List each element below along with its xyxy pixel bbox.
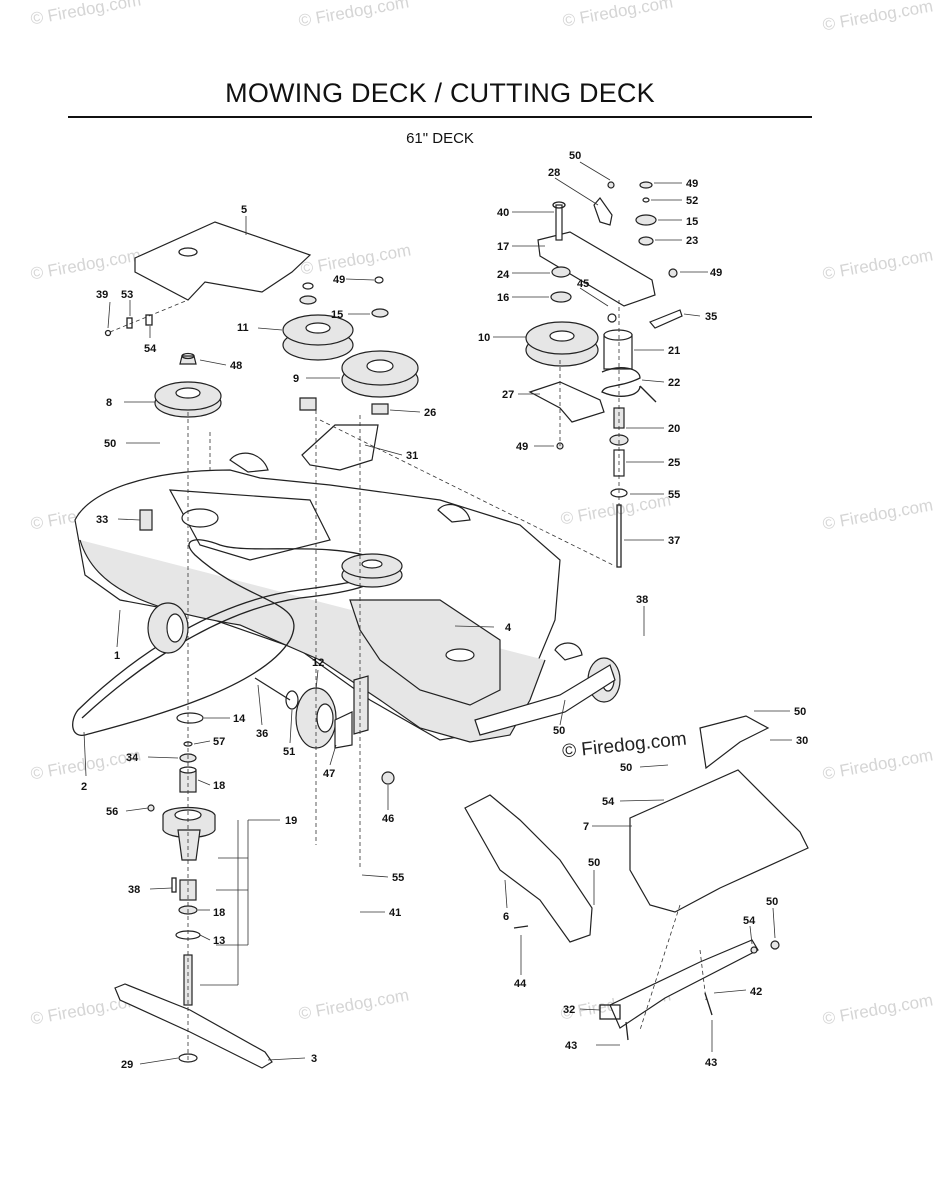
part-label-26: 26 bbox=[424, 407, 436, 419]
bolt-washer-group bbox=[104, 299, 189, 337]
part-label-50: 50 bbox=[766, 896, 778, 908]
part-label-38: 38 bbox=[636, 594, 648, 606]
part-label-50: 50 bbox=[569, 150, 581, 162]
part-label-15: 15 bbox=[686, 216, 698, 228]
part-label-40: 40 bbox=[497, 207, 509, 219]
part-label-23: 23 bbox=[686, 235, 698, 247]
lower-right-parts-group bbox=[464, 715, 809, 1041]
part-label-42: 42 bbox=[750, 986, 762, 998]
part-label-12: 12 bbox=[312, 657, 324, 669]
part-label-47: 47 bbox=[323, 768, 335, 780]
part-label-2: 2 bbox=[81, 781, 87, 793]
part-label-17: 17 bbox=[497, 241, 509, 253]
part-label-50: 50 bbox=[553, 725, 565, 737]
part-label-57: 57 bbox=[213, 736, 225, 748]
part-label-50: 50 bbox=[588, 857, 600, 869]
part-label-19: 19 bbox=[285, 815, 297, 827]
part-label-54: 54 bbox=[743, 915, 756, 927]
part-label-13: 13 bbox=[213, 935, 225, 947]
part-label-49: 49 bbox=[686, 178, 698, 190]
part-label-41: 41 bbox=[389, 907, 401, 919]
part-label-35: 35 bbox=[705, 311, 717, 323]
part-label-27: 27 bbox=[502, 389, 514, 401]
part-label-51: 51 bbox=[283, 746, 295, 758]
part-labels: 5 39 53 54 48 8 11 15 49 9 26 31 50 33 1… bbox=[81, 150, 808, 1071]
part-label-21: 21 bbox=[668, 345, 680, 357]
part-label-14: 14 bbox=[233, 713, 246, 725]
part-label-1: 1 bbox=[114, 650, 120, 662]
part-label-50: 50 bbox=[620, 762, 632, 774]
part-label-46: 46 bbox=[382, 813, 394, 825]
left-pulley-part bbox=[154, 352, 222, 418]
part-label-29: 29 bbox=[121, 1059, 133, 1071]
part-label-49: 49 bbox=[516, 441, 528, 453]
idler-bracket-part bbox=[301, 424, 379, 471]
part-label-32: 32 bbox=[563, 1004, 575, 1016]
part-label-18: 18 bbox=[213, 780, 225, 792]
part-label-16: 16 bbox=[497, 292, 509, 304]
part-label-36: 36 bbox=[256, 728, 268, 740]
part-label-49: 49 bbox=[333, 274, 345, 286]
deck-subtitle: 61" DECK bbox=[406, 130, 474, 147]
part-label-45: 45 bbox=[577, 278, 589, 290]
part-label-15: 15 bbox=[331, 309, 343, 321]
part-label-37: 37 bbox=[668, 535, 680, 547]
part-label-49: 49 bbox=[710, 267, 722, 279]
part-label-18: 18 bbox=[213, 907, 225, 919]
page-title: MOWING DECK / CUTTING DECK bbox=[225, 78, 655, 108]
part-label-4: 4 bbox=[505, 622, 512, 634]
part-label-33: 33 bbox=[96, 514, 108, 526]
part-label-10: 10 bbox=[478, 332, 490, 344]
part-label-43: 43 bbox=[705, 1057, 717, 1069]
part-label-6: 6 bbox=[503, 911, 509, 923]
part-label-30: 30 bbox=[796, 735, 808, 747]
leader-lines bbox=[83, 161, 792, 1065]
part-label-52: 52 bbox=[686, 195, 698, 207]
part-label-28: 28 bbox=[548, 167, 560, 179]
large-pulley-part bbox=[341, 276, 419, 415]
part-label-8: 8 bbox=[106, 397, 112, 409]
part-label-38: 38 bbox=[128, 884, 140, 896]
part-label-25: 25 bbox=[668, 457, 680, 469]
part-label-24: 24 bbox=[497, 269, 510, 281]
part-label-43: 43 bbox=[565, 1040, 577, 1052]
part-label-31: 31 bbox=[406, 450, 418, 462]
part-label-39: 39 bbox=[96, 289, 108, 301]
deck-shield-part bbox=[134, 221, 312, 301]
part-label-5: 5 bbox=[241, 204, 247, 216]
part-label-55: 55 bbox=[392, 872, 404, 884]
part-label-54: 54 bbox=[144, 343, 157, 355]
part-label-22: 22 bbox=[668, 377, 680, 389]
part-label-7: 7 bbox=[583, 821, 589, 833]
part-label-44: 44 bbox=[514, 978, 527, 990]
idler-pulley-part bbox=[282, 282, 354, 411]
part-label-20: 20 bbox=[668, 423, 680, 435]
part-label-50: 50 bbox=[794, 706, 806, 718]
part-label-50: 50 bbox=[104, 438, 116, 450]
title-rule bbox=[68, 116, 812, 118]
deck-housing-part bbox=[72, 452, 621, 743]
part-label-3: 3 bbox=[311, 1053, 317, 1065]
part-label-48: 48 bbox=[230, 360, 242, 372]
part-label-53: 53 bbox=[121, 289, 133, 301]
part-label-9: 9 bbox=[293, 373, 299, 385]
part-label-55: 55 bbox=[668, 489, 680, 501]
part-label-56: 56 bbox=[106, 806, 118, 818]
part-label-34: 34 bbox=[126, 752, 139, 764]
right-idler-assembly-part bbox=[319, 181, 683, 568]
part-label-54: 54 bbox=[602, 796, 615, 808]
part-label-11: 11 bbox=[237, 322, 249, 334]
